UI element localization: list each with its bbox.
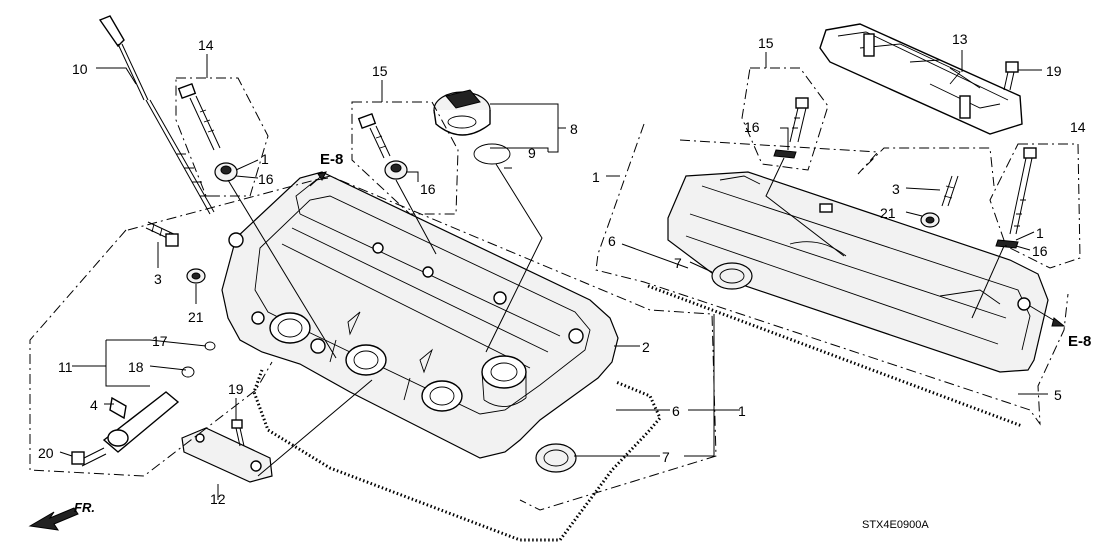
dipstick — [98, 15, 215, 215]
callout-20: 20 — [38, 445, 54, 461]
right-head-cover — [667, 171, 1049, 373]
callout-13: 13 — [952, 31, 968, 47]
callout-19-left: 19 — [228, 381, 244, 397]
stud-bolt-right — [920, 175, 959, 228]
bolt-assembly-right-15 — [773, 97, 809, 159]
bolt-assembly-center — [357, 113, 408, 180]
callout-11: 11 — [58, 359, 73, 375]
callout-7-right: 7 — [674, 255, 682, 271]
callout-16-right: 16 — [744, 119, 760, 135]
callout-1-right: 1 — [1036, 225, 1044, 241]
group-box-15-center — [351, 101, 459, 215]
engine-cover — [819, 23, 1023, 135]
ref-e8-right: E-8 — [1068, 333, 1091, 350]
oil-filler-cap — [433, 89, 511, 165]
bracket-left — [181, 419, 273, 483]
bolt-assembly-left — [177, 83, 238, 182]
group-box-1-right — [595, 123, 1069, 426]
callout-1-right-top: 1 — [592, 169, 600, 185]
bolt-19-right — [1003, 61, 1019, 91]
plug-hole-1 — [269, 312, 311, 344]
callout-6-left: 6 — [672, 403, 680, 419]
callout-1-lower: 1 — [738, 403, 746, 419]
callout-9: 9 — [528, 145, 536, 161]
stud-bolt-left — [145, 221, 206, 284]
front-direction-arrow — [28, 507, 79, 531]
callout-10: 10 — [72, 61, 88, 77]
callout-2: 2 — [642, 339, 650, 355]
callout-3-left: 3 — [154, 271, 162, 287]
leader-lines — [59, 50, 1066, 500]
callout-16-left: 16 — [258, 171, 274, 187]
ref-e8-left: E-8 — [320, 151, 343, 168]
callout-14-right: 14 — [1070, 119, 1086, 135]
callout-16-right-lower: 16 — [1032, 243, 1048, 259]
callout-15-right: 15 — [758, 35, 774, 51]
callout-4: 4 — [90, 397, 98, 413]
diagram-code: STX4E0900A — [862, 519, 929, 531]
oil-filler-neck — [481, 355, 527, 407]
left-head-cover — [221, 171, 619, 459]
callout-21-left: 21 — [188, 309, 204, 325]
plug-tube-seal-left — [535, 443, 577, 473]
front-label: FR. — [74, 500, 95, 515]
callout-18: 18 — [128, 359, 144, 375]
callout-19-right: 19 — [1046, 63, 1062, 79]
callout-12: 12 — [210, 491, 226, 507]
right-gasket — [647, 284, 1023, 428]
callout-16-center: 16 — [420, 181, 436, 197]
callout-14-left: 14 — [198, 37, 214, 53]
callout-3-right: 3 — [892, 181, 900, 197]
callout-1-left: 1 — [261, 151, 269, 167]
plug-tube-seal-right — [711, 262, 753, 290]
callout-6-right: 6 — [608, 233, 616, 249]
callout-15-center: 15 — [372, 63, 388, 79]
group-box-15-right — [741, 67, 829, 171]
group-box-inner-right — [679, 139, 995, 187]
callout-labels: 10 14 1 16 15 16 8 9 3 21 17 11 18 4 20 … — [38, 31, 1091, 531]
callout-7-left: 7 — [662, 449, 670, 465]
plug-hole-3 — [421, 380, 463, 412]
callout-8: 8 — [570, 121, 578, 137]
group-box-1-left — [127, 175, 717, 511]
callout-17: 17 — [152, 333, 168, 349]
callout-5: 5 — [1054, 387, 1062, 403]
callout-21-right: 21 — [880, 205, 896, 221]
group-box-14-left — [175, 77, 269, 197]
pcv-assembly — [71, 341, 216, 467]
group-box-11-left — [29, 229, 273, 477]
plug-hole-2 — [345, 344, 387, 376]
group-box-14-right — [989, 143, 1081, 269]
bolt-assembly-right-14 — [995, 147, 1037, 249]
